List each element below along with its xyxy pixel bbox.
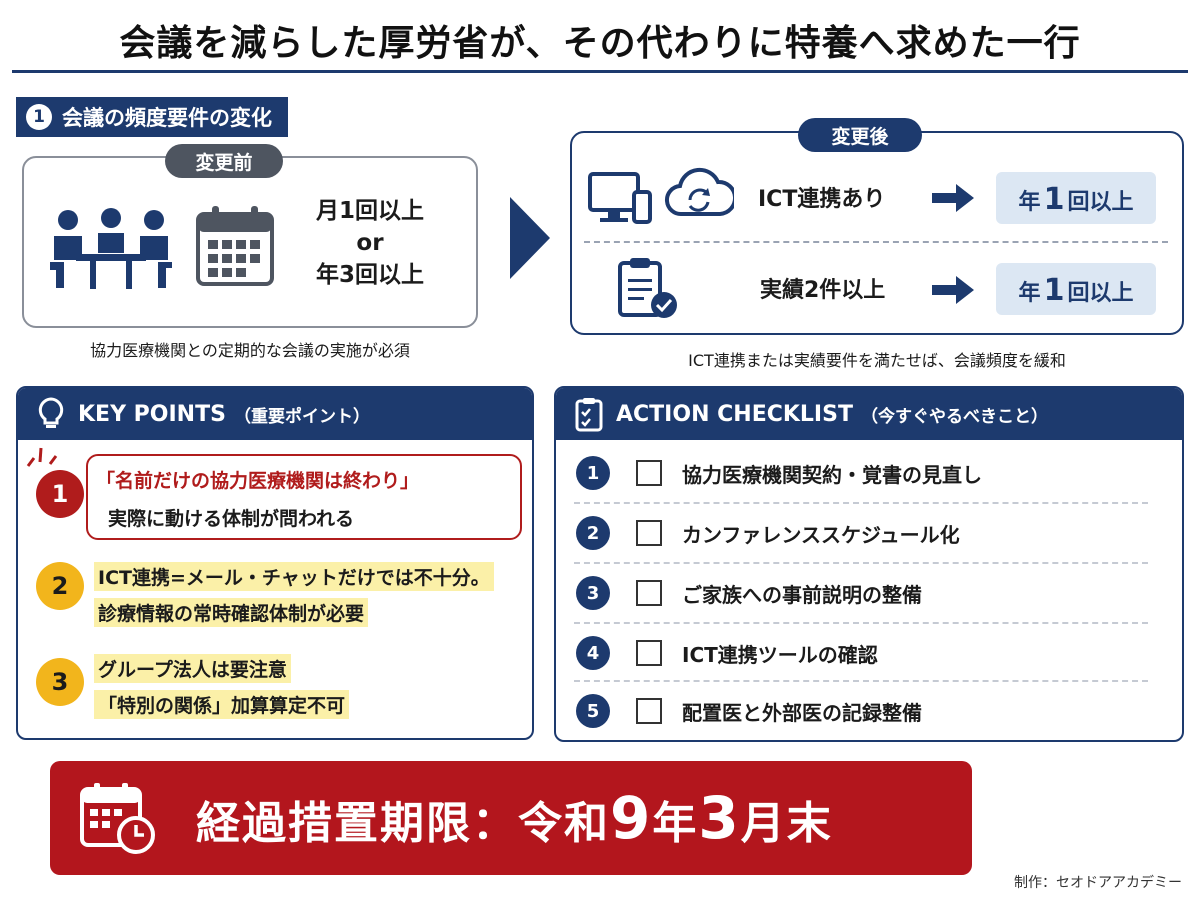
checklist-item-2[interactable]: 2 カンファレンススケジュール化 <box>556 504 1182 562</box>
before-panel <box>22 156 478 328</box>
checklist-number: 4 <box>576 636 610 670</box>
after-label: 変更後 <box>798 118 922 152</box>
checkbox[interactable] <box>636 640 662 666</box>
arrow-right-icon <box>932 184 974 212</box>
checklist-item-3[interactable]: 3 ご家族への事前説明の整備 <box>556 564 1182 622</box>
checklist-number: 2 <box>576 516 610 550</box>
key-points-header: KEY POINTS （重要ポイント） <box>18 388 532 440</box>
monitor-phone-icon <box>588 172 652 224</box>
section-heading-text: 会議の頻度要件の変化 <box>62 106 272 130</box>
credit-text: 制作：セオドアアカデミー <box>1014 875 1182 891</box>
freq-line-2: or <box>356 230 384 256</box>
checklist-separator <box>574 502 1148 504</box>
freq-line-1: 月1回以上 <box>315 198 424 224</box>
checklist-item-1[interactable]: 1 協力医療機関契約・覚書の見直し <box>556 444 1182 502</box>
checklist-header: ACTION CHECKLIST （今すぐやるべきこと） <box>556 388 1182 440</box>
after-row1-label: ICT連携あり <box>758 187 886 212</box>
key-point-1-number: 1 <box>36 470 84 518</box>
result2-suffix: 回以上 <box>1067 281 1134 306</box>
checklist-label: 協力医療機関契約・覚書の見直し <box>682 462 982 487</box>
checklist-number: 5 <box>576 694 610 728</box>
checklist-item-5[interactable]: 5 配置医と外部医の記録整備 <box>556 682 1182 740</box>
after-divider <box>584 241 1168 243</box>
checklist-number: 1 <box>576 456 610 490</box>
before-frequency: 月1回以上 or 年3回以上 <box>300 195 440 291</box>
calendar-icon <box>196 206 274 286</box>
checkbox[interactable] <box>636 460 662 486</box>
page-title: 会議を減らした厚労省が、その代わりに特養へ求めた一行 <box>119 23 1081 64</box>
cloud-sync-icon <box>664 167 734 217</box>
before-label: 変更前 <box>165 144 283 178</box>
after-row2-label: 実績2件以上 <box>760 278 886 303</box>
clipboard-check-icon <box>618 258 677 318</box>
attention-rays-icon <box>26 447 58 467</box>
before-caption: 協力医療機関との定期的な会議の実施が必須 <box>90 341 410 360</box>
deadline-prefix: 経過措置期限：令和 <box>196 798 610 849</box>
checklist-separator <box>574 562 1148 564</box>
checkbox[interactable] <box>636 580 662 606</box>
action-checklist-panel: ACTION CHECKLIST （今すぐやるべきこと） <box>554 386 1184 742</box>
result1-suffix: 回以上 <box>1067 190 1134 215</box>
section-heading: 1 会議の頻度要件の変化 <box>16 97 288 137</box>
checklist-subtitle: （今すぐやるべきこと） <box>860 406 1048 427</box>
key-point-3-line1: グループ法人は要注意 <box>94 654 291 683</box>
arrow-right-icon <box>932 276 974 304</box>
key-points-subtitle: （重要ポイント） <box>233 406 370 427</box>
deadline-month: 3 <box>698 784 741 852</box>
checklist-label: ICT連携ツールの確認 <box>682 642 878 667</box>
after-caption: ICT連携または実績要件を満たせば、会議頻度を緩和 <box>688 351 1066 370</box>
after-row2-result: 年 1 回以上 <box>996 263 1156 315</box>
section-number: 1 <box>26 104 52 130</box>
checklist-label: カンファレンススケジュール化 <box>682 522 960 547</box>
deadline-suffix: 月末 <box>740 798 833 849</box>
checklist-label: 配置医と外部医の記録整備 <box>682 700 922 725</box>
key-points-title: KEY POINTS <box>78 401 226 427</box>
checklist-number: 3 <box>576 576 610 610</box>
key-point-1-line2: 実際に動ける体制が問われる <box>108 508 355 530</box>
checklist-separator <box>574 680 1148 682</box>
transition-arrow-icon <box>510 197 550 279</box>
deadline-mid: 年 <box>652 798 699 849</box>
checklist-icon <box>575 398 603 432</box>
result2-prefix: 年 <box>1018 281 1041 306</box>
result2-number: 1 <box>1043 273 1065 308</box>
key-point-1-line1: 「名前だけの協力医療機関は終わり」 <box>96 470 420 492</box>
key-point-3-line2: 「特別の関係」加算算定不可 <box>94 690 350 719</box>
lightbulb-icon <box>38 397 64 428</box>
checkbox[interactable] <box>636 520 662 546</box>
deadline-banner: 経過措置期限：令和 9 年 3 月末 <box>50 761 972 875</box>
result1-prefix: 年 <box>1018 190 1041 215</box>
freq-line-3: 年3回以上 <box>315 262 424 288</box>
key-point-2-line2: 診療情報の常時確認体制が必要 <box>94 598 369 627</box>
checklist-separator <box>574 622 1148 624</box>
checklist-item-4[interactable]: 4 ICT連携ツールの確認 <box>556 624 1182 682</box>
result1-number: 1 <box>1043 182 1065 217</box>
checklist-label: ご家族への事前説明の整備 <box>682 582 922 607</box>
calendar-clock-icon <box>80 783 155 854</box>
key-point-1-box <box>86 454 522 540</box>
deadline-year: 9 <box>610 784 653 852</box>
checkbox[interactable] <box>636 698 662 724</box>
deadline-text: 経過措置期限：令和 9 年 3 月末 <box>196 784 833 852</box>
key-point-3-number: 3 <box>36 658 84 706</box>
meeting-people-icon <box>50 208 172 289</box>
key-point-2-line1: ICT連携=メール・チャットだけでは不十分。 <box>94 562 494 591</box>
key-point-2-number: 2 <box>36 562 84 610</box>
title-divider <box>12 70 1188 73</box>
after-row1-result: 年 1 回以上 <box>996 172 1156 224</box>
checklist-title: ACTION CHECKLIST <box>616 401 853 427</box>
